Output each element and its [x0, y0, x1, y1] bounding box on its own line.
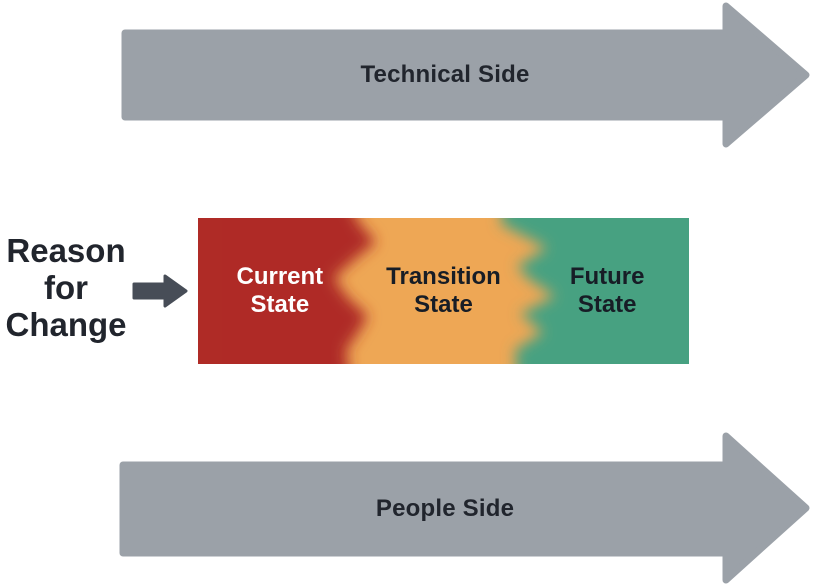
current-state-label: Current State — [236, 263, 324, 318]
state-band: Current State Transition State Future St… — [198, 218, 689, 364]
future-state-cell: Future State — [525, 218, 689, 364]
current-state-cell: Current State — [198, 218, 362, 364]
people-side-arrow-icon — [119, 432, 810, 584]
future-state-label: Future State — [569, 263, 645, 318]
technical-side-arrow-icon — [121, 2, 810, 148]
people-side-label: People Side — [375, 495, 515, 522]
state-labels: Current State Transition State Future St… — [198, 218, 689, 364]
technical-side-label: Technical Side — [360, 61, 530, 88]
transition-state-label: Transition State — [386, 263, 501, 318]
reason-for-change-label: Reason for Change — [5, 232, 127, 343]
transition-state-cell: Transition State — [362, 218, 526, 364]
state-band-background — [198, 218, 689, 364]
reason-arrow-icon — [132, 274, 188, 308]
